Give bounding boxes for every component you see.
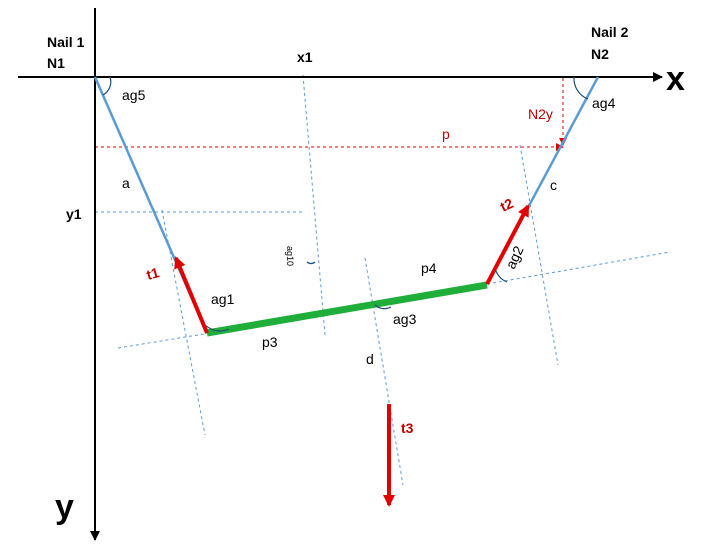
ag5-arc xyxy=(102,76,112,96)
p4-label: p4 xyxy=(421,260,437,276)
t3-label: t3 xyxy=(401,420,414,436)
ag3-label: ag3 xyxy=(393,311,417,327)
axes xyxy=(18,8,663,541)
force-t2 xyxy=(485,204,530,285)
nail2-short: N2 xyxy=(591,46,609,62)
nail1-title: Nail 1 xyxy=(47,34,85,50)
nail1-short: N1 xyxy=(47,55,65,71)
d-line-guide xyxy=(364,257,404,486)
n2y-label: N2y xyxy=(528,106,553,122)
p-label: p xyxy=(442,126,450,142)
x1-label: x1 xyxy=(297,49,313,65)
y1-label: y1 xyxy=(66,206,82,222)
forces xyxy=(174,204,530,507)
t1-label: t1 xyxy=(145,264,161,283)
ag10-label: ag10 xyxy=(285,246,295,266)
nail2-title: Nail 2 xyxy=(591,24,629,40)
ag4-label: ag4 xyxy=(592,95,616,111)
bar xyxy=(206,281,488,337)
p3-label: p3 xyxy=(262,334,278,350)
strings xyxy=(93,76,600,334)
ag3-arc xyxy=(374,304,392,310)
angle-arcs xyxy=(102,76,589,332)
x-axis-label: x xyxy=(666,60,685,98)
t2-perpendicular-guide xyxy=(519,144,559,366)
text-labels: x y Nail 1 N1 Nail 2 N2 x1 y1 p N2y a c … xyxy=(47,24,685,526)
p-dimension xyxy=(95,78,567,151)
y-axis-label: y xyxy=(55,488,74,526)
ag10-arc xyxy=(306,261,316,265)
x1-vertical-guide xyxy=(302,74,326,336)
t2-label: t2 xyxy=(498,195,516,215)
ag2-arc xyxy=(494,267,508,283)
ag1-label: ag1 xyxy=(211,291,235,307)
p3-extension-guide xyxy=(117,332,211,349)
guide-lines xyxy=(95,74,671,486)
force-t1 xyxy=(174,256,209,334)
d-label: d xyxy=(366,351,374,367)
ag4-arc xyxy=(573,76,589,100)
p4-extension-guide xyxy=(486,251,671,285)
c-label: c xyxy=(550,177,557,193)
a-label: a xyxy=(122,175,130,191)
ag5-label: ag5 xyxy=(122,87,146,103)
